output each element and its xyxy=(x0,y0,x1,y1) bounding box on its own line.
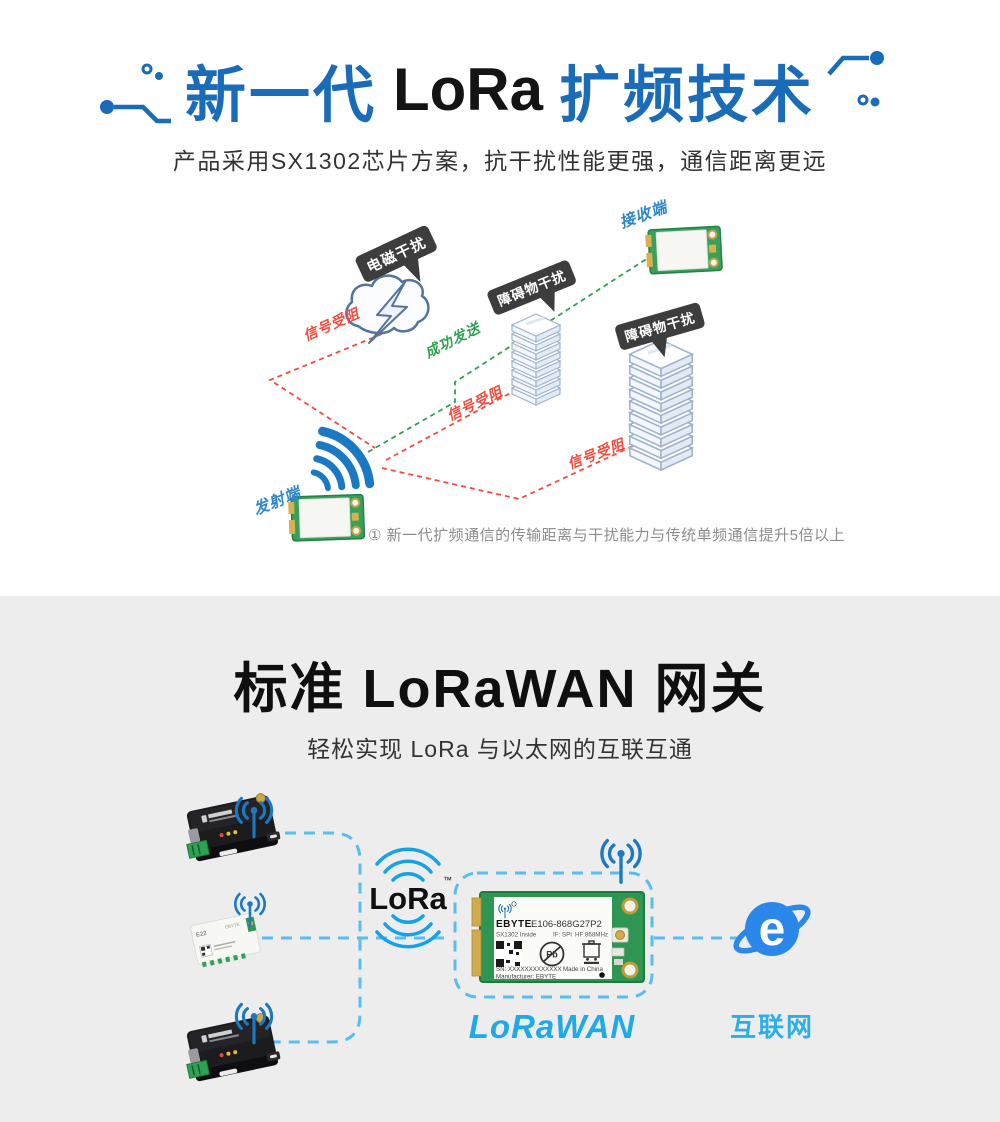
title-part-post: 扩频技术 xyxy=(559,60,816,129)
section-spread-spectrum: 新一代 LoRa 扩频技术 产品采用SX1302芯片方案，抗干扰性能更强，通信距… xyxy=(0,42,1000,544)
title-part-brand: LoRa xyxy=(393,55,543,123)
title-part-pre: 新一代 xyxy=(184,60,377,129)
lora-module-device: E22 EBYTE xyxy=(190,912,261,968)
interference-diagram: 电磁干扰 障碍物干扰 障碍物干扰 信号受阻 信号受阻 信号受阻 成功发送 接收端… xyxy=(251,197,724,543)
building-1 xyxy=(511,313,561,406)
module-brand: EBYTE xyxy=(225,922,240,930)
label-receiver: 接收端 xyxy=(617,197,671,231)
blocked-path-cloud xyxy=(268,333,383,449)
section2-title: 标准 LoRaWAN 网关 xyxy=(233,659,767,719)
lora-logo-text: LoRa xyxy=(369,881,447,916)
label-signal-blocked-2: 信号受阻 xyxy=(444,383,506,424)
dtu-device-2 xyxy=(178,1010,283,1084)
label-signal-blocked-3: 信号受阻 xyxy=(565,435,628,472)
gateway-brand: EBYTE xyxy=(496,919,532,930)
section1-note: ① 新一代扩频通信的传输距离与干扰能力与传统单频通信提升5倍以上 xyxy=(368,527,845,544)
qr-code-icon xyxy=(496,941,522,967)
receiver-module xyxy=(644,225,724,276)
success-path xyxy=(367,257,649,453)
gateway-diagram: E22 EBYTE LoRa ™ xyxy=(178,790,814,1084)
pb-free-icon: Pb xyxy=(539,941,565,967)
label-lorawan: LoRaWAN xyxy=(469,1008,636,1045)
circuit-decoration-left xyxy=(99,63,171,124)
lora-logo: LoRa ™ xyxy=(369,847,452,949)
em-interference-cloud-icon xyxy=(345,274,430,344)
circuit-decoration-right xyxy=(827,51,885,107)
section2-subtitle: 轻松实现 LoRa 与以太网的互联互通 xyxy=(307,736,693,762)
broadcast-waves-icon xyxy=(310,426,375,492)
registered-mark-icon xyxy=(511,901,517,907)
weee-bin-icon xyxy=(582,940,601,964)
section1-subtitle: 产品采用SX1302芯片方案，抗干扰性能更强，通信距离更远 xyxy=(172,148,828,174)
gateway-manufacturer: Manufacturer: EBYTE xyxy=(496,974,556,981)
gateway-chip: SX1302 Inside xyxy=(496,932,537,939)
topology-connectors xyxy=(262,831,738,1044)
gateway-module: EBYTE E106-868G27P2 SX1302 Inside IF: SP… xyxy=(471,891,645,983)
gateway-model: E106-868G27P2 xyxy=(531,919,602,930)
gateway-interface: IF: SPI xyxy=(553,932,572,939)
label-success-send: 成功发送 xyxy=(421,319,484,361)
lora-logo-tm: ™ xyxy=(443,875,452,885)
gateway-frequency: HF:868MHz xyxy=(575,932,608,939)
gateway-sn: SN: XXXXXXXXXXXXX xyxy=(496,966,562,973)
building-2 xyxy=(629,339,693,471)
label-internet: 互联网 xyxy=(730,1012,814,1042)
svg-text:e: e xyxy=(759,903,786,956)
section-lorawan-gateway: 标准 LoRaWAN 网关 轻松实现 LoRa 与以太网的互联互通 xyxy=(0,596,1000,1122)
lightning-icon xyxy=(368,281,408,344)
blocked-path-building2 xyxy=(381,445,634,500)
gateway-antenna-icon xyxy=(600,838,642,884)
gateway-made-in: Made in China xyxy=(563,966,603,973)
internet-explorer-icon: e xyxy=(733,902,811,956)
blocked-path-building1 xyxy=(385,389,517,461)
page-title: 新一代 LoRa 扩频技术 xyxy=(0,42,1000,136)
dtu-device-1 xyxy=(178,790,283,864)
gateway-highlight-box xyxy=(453,871,654,999)
module-label: E22 xyxy=(196,931,208,939)
